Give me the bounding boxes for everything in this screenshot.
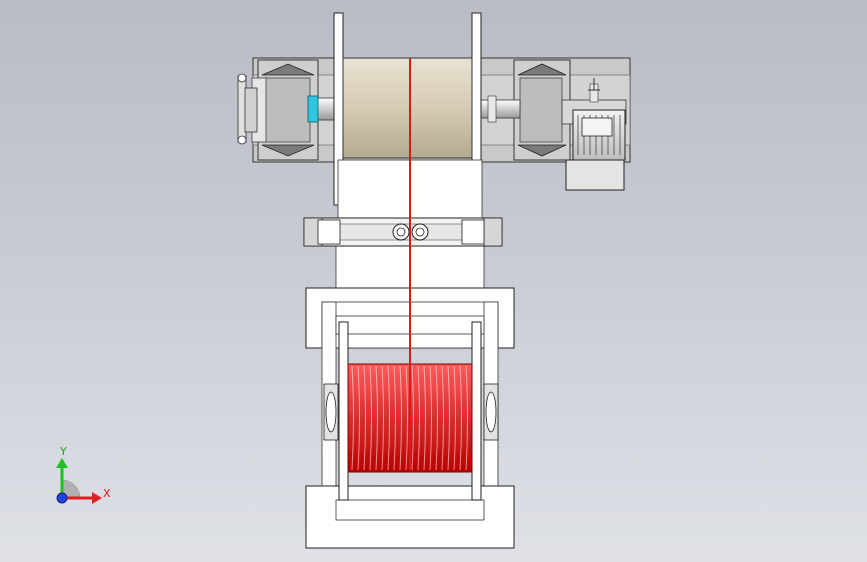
rope-coil	[441, 365, 444, 471]
x-axis-arrowhead	[92, 492, 102, 504]
coordinate-triad: Y X	[56, 445, 111, 504]
z-axis-dot	[56, 492, 68, 504]
rope-coil	[405, 365, 408, 471]
motor-icon	[565, 109, 626, 191]
hand-wheel-icon	[237, 73, 258, 145]
rope-coil	[375, 365, 378, 471]
rope-coil	[387, 365, 390, 471]
roller-icon	[392, 223, 429, 241]
rope-coil	[447, 365, 450, 471]
rope-coil	[381, 365, 384, 471]
rope-coil	[357, 365, 360, 471]
rope-coil	[453, 365, 456, 471]
top-drum	[342, 57, 473, 159]
rope-coil	[465, 365, 468, 471]
rope-coil	[369, 365, 372, 471]
lower-bearing-left	[323, 383, 339, 441]
rope-coil	[417, 365, 420, 471]
right-bearing-housing	[513, 59, 571, 161]
rope-coils	[351, 365, 468, 471]
right-shaft	[479, 95, 521, 123]
rope-coil	[459, 365, 462, 471]
rope-coil	[363, 365, 366, 471]
lower-drum-flange-left	[338, 321, 349, 501]
rope-coil	[399, 365, 402, 471]
coupling-icon	[307, 95, 319, 123]
rope-coil	[351, 365, 354, 471]
rope-coil	[423, 365, 426, 471]
x-axis-label: X	[103, 487, 111, 500]
y-axis-arrowhead	[56, 458, 68, 468]
rope-coil	[393, 365, 396, 471]
rope-coil	[435, 365, 438, 471]
lower-bearing-right	[483, 383, 499, 441]
rope-coil	[429, 365, 432, 471]
rope-coil	[411, 365, 414, 471]
y-axis-label: Y	[59, 445, 67, 458]
lower-drum-flange-right	[471, 321, 482, 501]
